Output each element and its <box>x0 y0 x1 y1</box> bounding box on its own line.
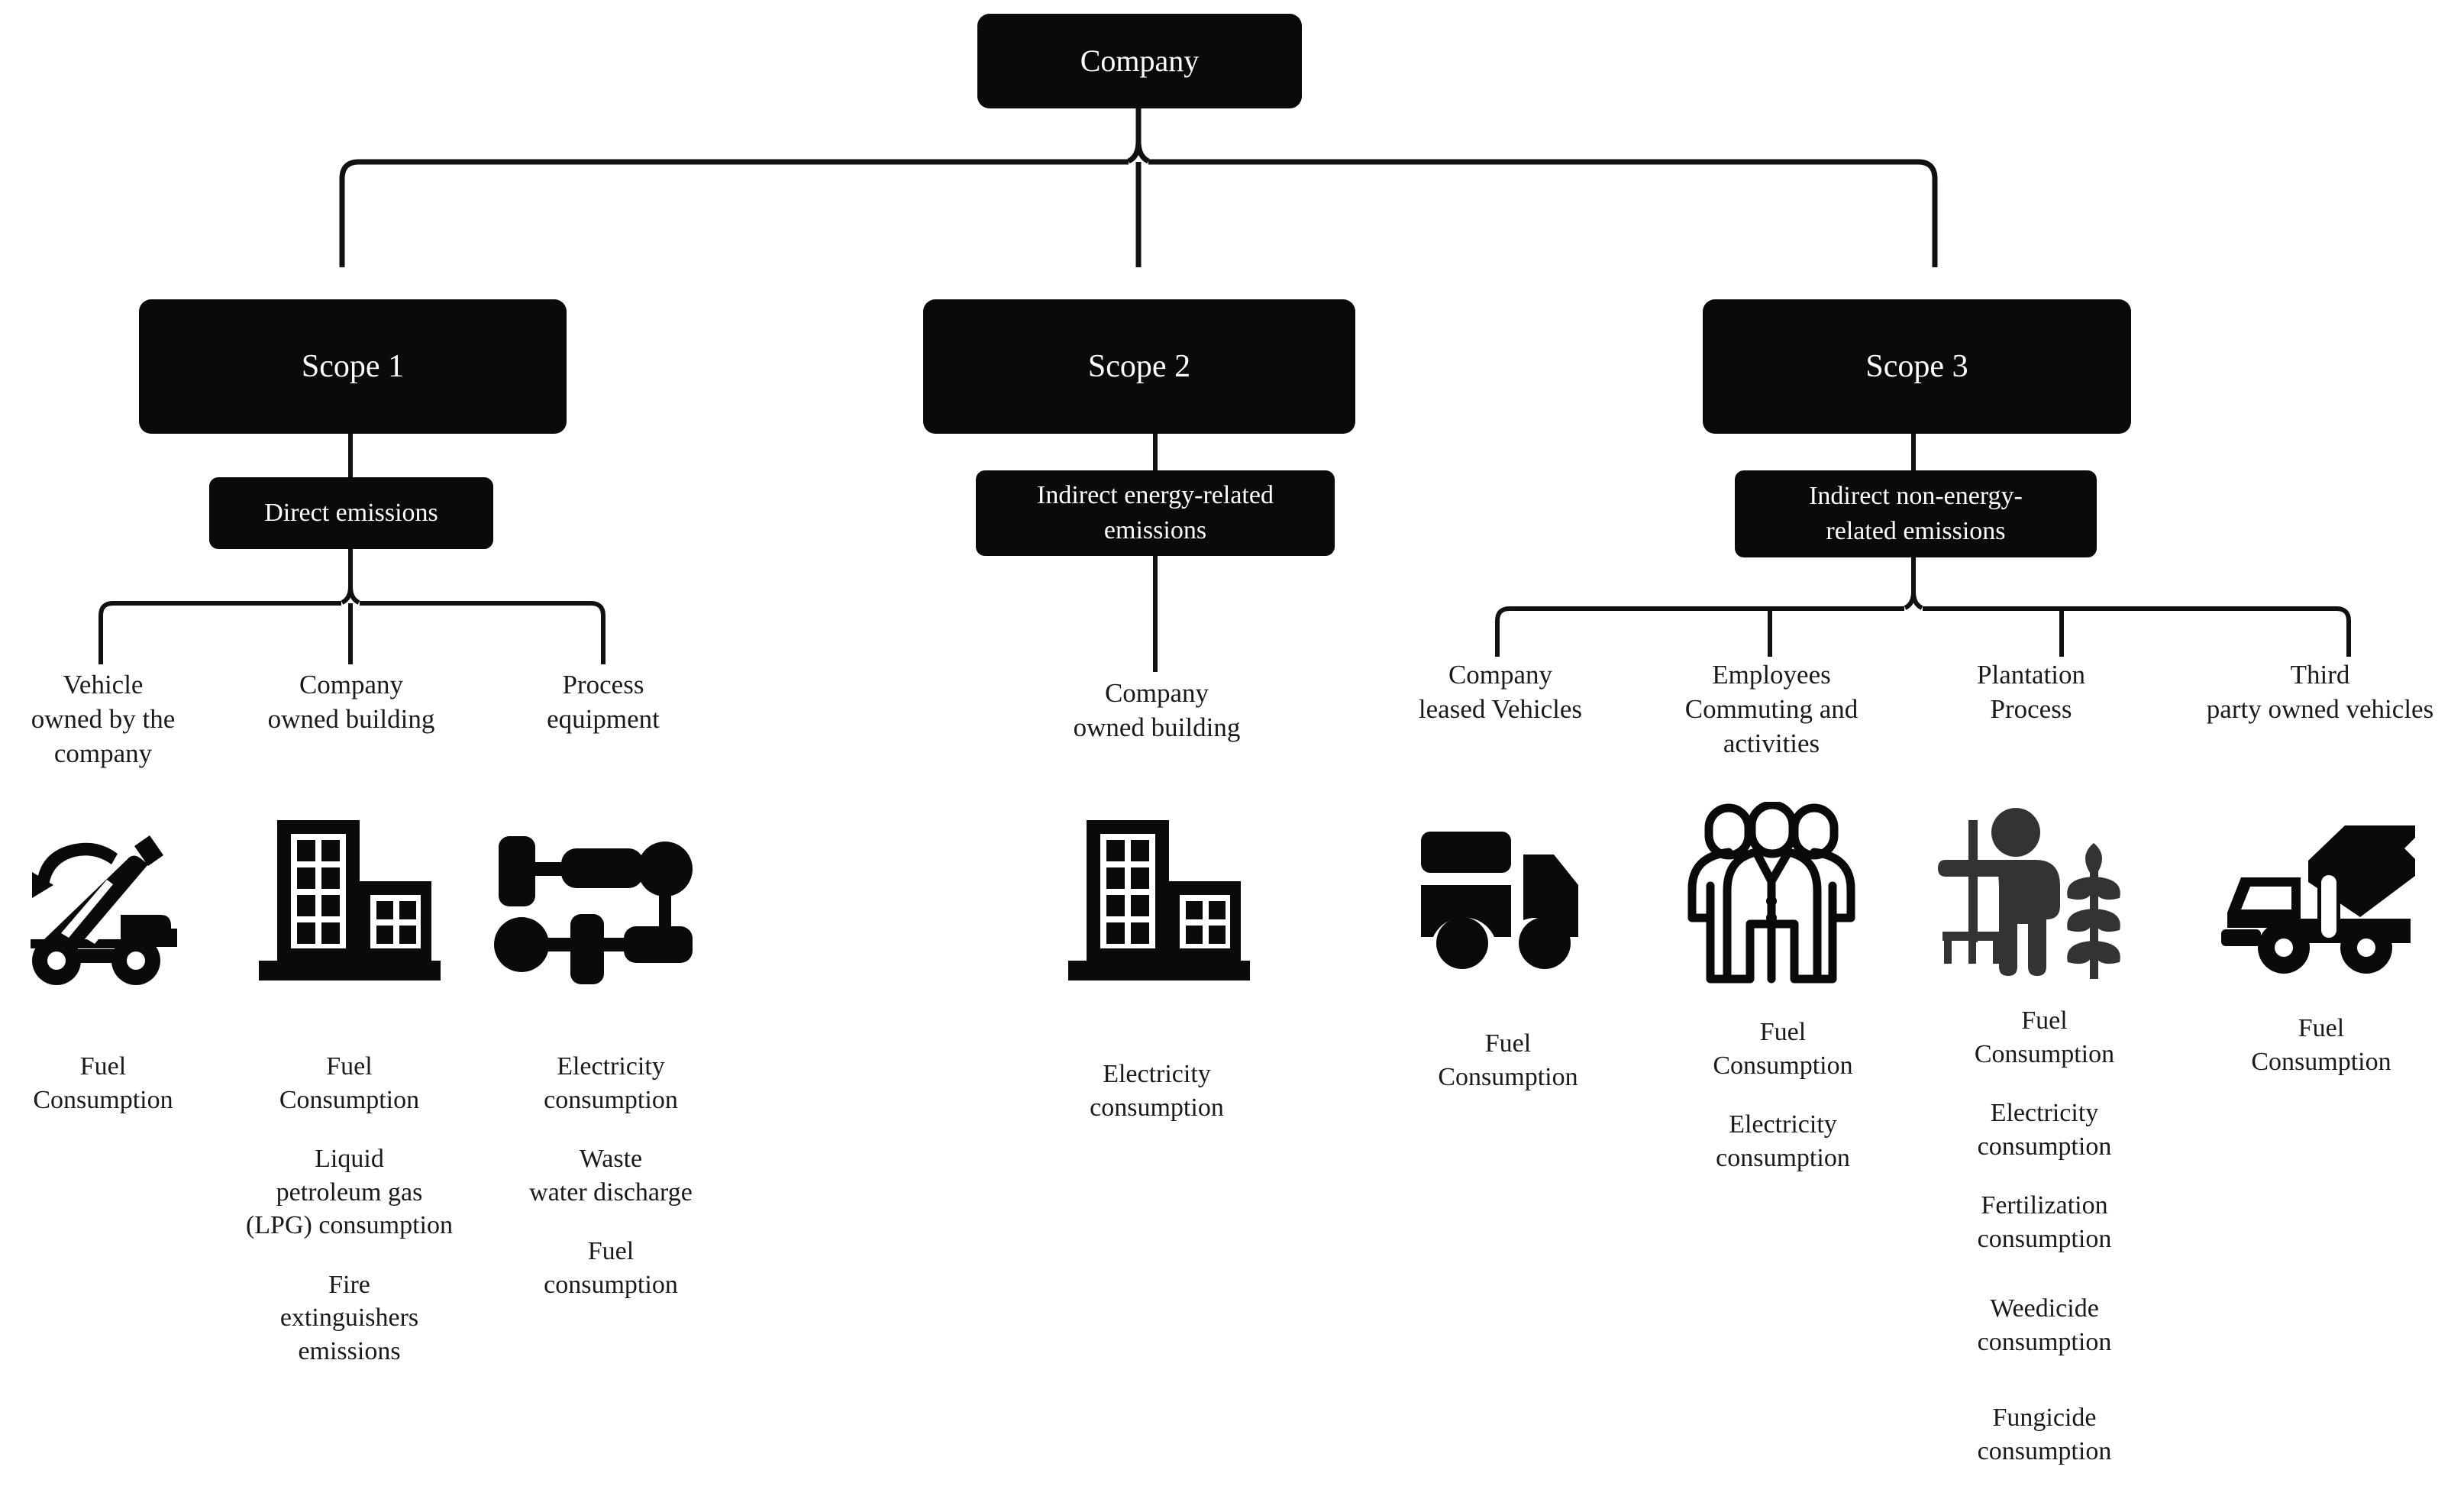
node-company-label: Company <box>1080 44 1200 78</box>
office-building-icon <box>1058 809 1260 985</box>
farmer-plant-icon <box>1928 798 2130 985</box>
node-scope-1[interactable]: Scope 1 <box>139 299 567 434</box>
office-building-icon <box>248 809 450 985</box>
node-company[interactable]: Company <box>977 14 1302 108</box>
node-scope-1-label: Scope 1 <box>301 348 405 384</box>
node-scope-2-label: Scope 2 <box>1087 348 1191 384</box>
cement-mixer-truck-icon <box>2207 813 2432 977</box>
delivery-truck-icon <box>1411 813 1590 977</box>
node-scope-3-sublabel-box[interactable]: Indirect non-energy-related emissions <box>1735 470 2097 557</box>
node-scope-1-sublabel: Direct emissions <box>264 499 438 528</box>
node-scope-3[interactable]: Scope 3 <box>1703 299 2131 434</box>
dump-truck-icon <box>8 821 199 985</box>
node-scope-3-label: Scope 3 <box>1865 348 1968 384</box>
process-equipment-icon <box>489 821 702 985</box>
node-scope-2[interactable]: Scope 2 <box>923 299 1355 434</box>
node-scope-1-sublabel-box[interactable]: Direct emissions <box>209 477 493 549</box>
node-scope-3-sublabel: Indirect non-energy-related emissions <box>1809 482 2023 545</box>
employees-group-icon <box>1676 798 1867 985</box>
